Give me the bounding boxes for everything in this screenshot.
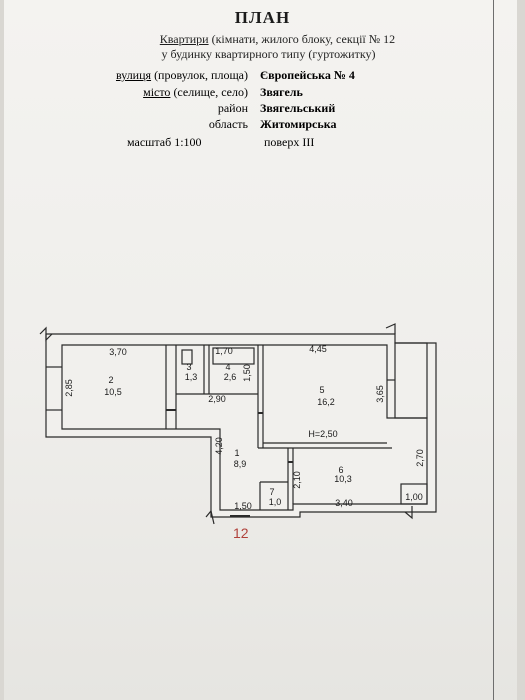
break-mark xyxy=(385,323,396,334)
room-6-number: 6 xyxy=(338,465,343,475)
break-mark xyxy=(404,506,413,520)
address-region-row: область Житомирська xyxy=(0,117,525,133)
street-label: вулиця (провулок, площа) xyxy=(116,68,248,83)
room-4-number: 4 xyxy=(225,362,230,372)
plan-walls xyxy=(39,323,437,525)
dim-2-70: 2,70 xyxy=(415,449,425,467)
dim-2-10: 2,10 xyxy=(292,471,302,489)
break-mark xyxy=(205,509,215,525)
header-line-1: Квартири (кімнати, жилого блоку, секції … xyxy=(15,32,525,47)
room4-inner-box xyxy=(212,347,255,365)
dim-3-65: 3,65 xyxy=(375,385,385,403)
room-7-area: 1,0 xyxy=(269,497,282,507)
room-5-area: 16,2 xyxy=(317,397,335,407)
region-value: Житомирська xyxy=(260,117,337,131)
handwritten-number: 12 xyxy=(233,525,249,541)
room-3-area: 1,3 xyxy=(185,372,198,382)
document-title: ПЛАН xyxy=(234,8,291,27)
room-5-number: 5 xyxy=(319,385,324,395)
room-6-area: 10,3 xyxy=(334,474,352,484)
height-label: H=2,50 xyxy=(308,429,337,439)
room-2-number: 2 xyxy=(108,375,113,385)
dim-3-70: 3,70 xyxy=(109,347,127,357)
niche-box xyxy=(400,483,428,505)
dim-2-85: 2,85 xyxy=(64,379,74,397)
floor-text: поверх III xyxy=(264,135,315,149)
address-street-row: вулиця (провулок, площа) Європейська № 4 xyxy=(0,68,525,84)
toilet-fixture xyxy=(181,349,193,365)
break-mark xyxy=(39,326,53,342)
district-label: район xyxy=(217,101,248,115)
city-label: місто (селище, село) xyxy=(143,85,248,100)
dim-1-50-horizontal: 1,50 xyxy=(234,501,252,511)
header-apartment-word: Квартири xyxy=(159,32,209,46)
room-1-number: 1 xyxy=(234,448,239,458)
city-label-underlined: місто xyxy=(143,85,171,99)
room-3-number: 3 xyxy=(186,362,191,372)
dim-3-40: 3,40 xyxy=(335,498,353,508)
city-label-rest: (селище, село) xyxy=(170,85,248,99)
plan-labels: 3,70 2,85 2 10,5 3 1,3 1,70 4 2,6 1,50 4… xyxy=(64,344,425,511)
address-city-row: місто (селище, село) Звягель xyxy=(0,85,525,101)
header-line-2: у будинку квартирного типу (гуртожитку) xyxy=(161,47,376,61)
room-2-area: 10,5 xyxy=(104,387,122,397)
page-border-line xyxy=(493,0,494,700)
room-1-area: 8,9 xyxy=(234,459,247,469)
dim-4-45: 4,45 xyxy=(309,344,327,354)
scale-text: масштаб 1:100 xyxy=(127,135,202,149)
dim-4-20: 4,20 xyxy=(214,437,224,455)
street-value: Європейська № 4 xyxy=(260,68,355,82)
dim-1-70: 1,70 xyxy=(215,346,233,356)
dim-1-50-vertical: 1,50 xyxy=(242,364,252,382)
district-value: Звягельський xyxy=(260,101,336,115)
city-value: Звягель xyxy=(260,85,303,99)
outer-wall-line xyxy=(45,333,437,518)
header-line-1-rest: (кімнати, жилого блоку, секції № 12 xyxy=(208,32,396,46)
room-4-area: 2,6 xyxy=(224,372,237,382)
dim-1-00: 1,00 xyxy=(405,492,423,502)
address-district-row: район Звягельський xyxy=(0,101,525,117)
street-label-rest: (провулок, площа) xyxy=(151,68,248,82)
region-label: область xyxy=(208,117,248,131)
dim-2-90: 2,90 xyxy=(208,394,226,404)
room-7-number: 7 xyxy=(269,487,274,497)
street-label-underlined: вулиця xyxy=(115,68,152,82)
